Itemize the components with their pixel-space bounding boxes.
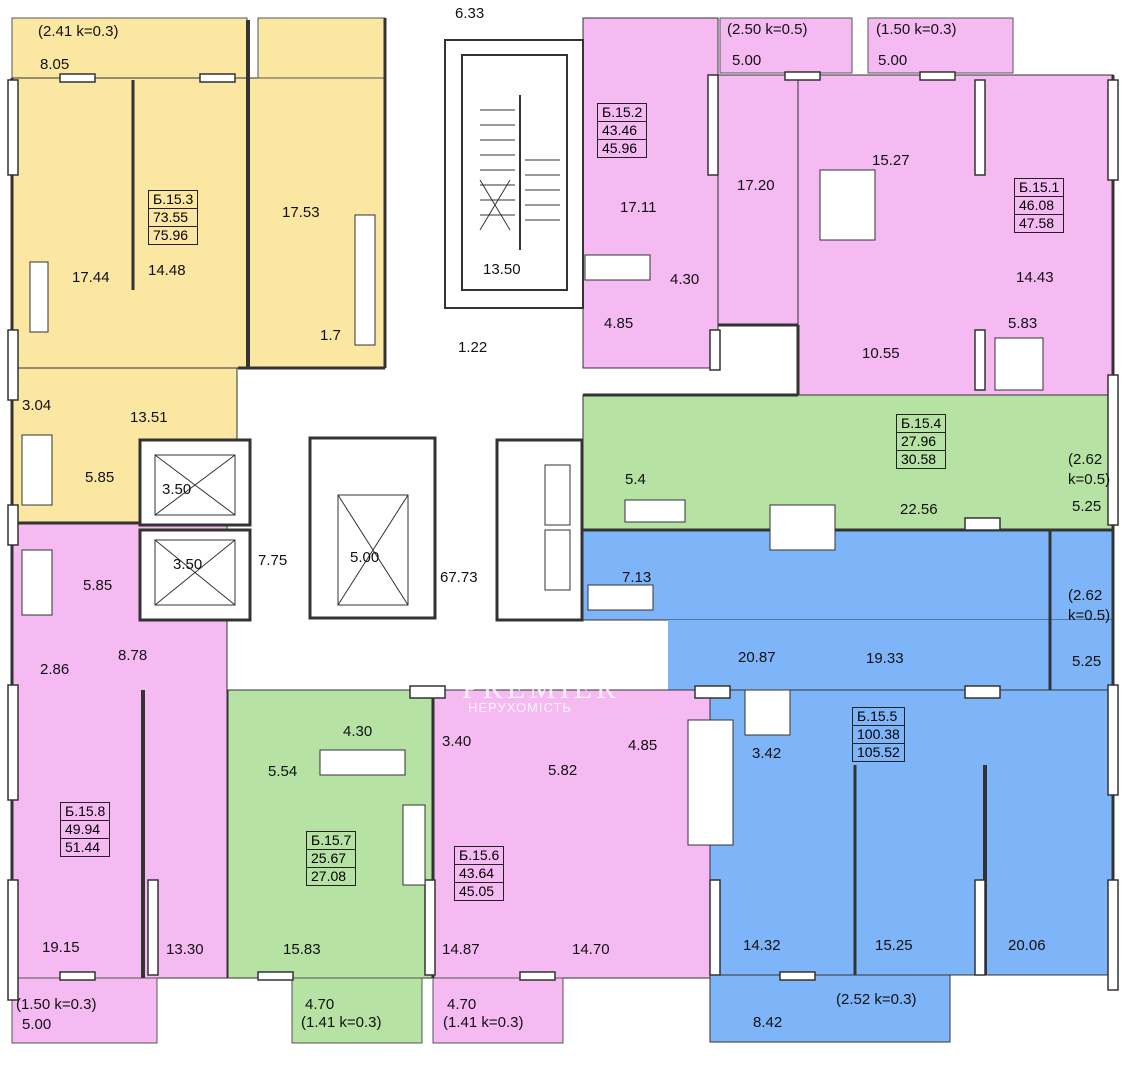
room-area: 20.87 bbox=[738, 649, 776, 666]
lift-2-area: 3.50 bbox=[173, 556, 203, 573]
room-area: 13.30 bbox=[166, 941, 204, 958]
room-area: 5.82 bbox=[548, 762, 578, 779]
balcony-label: (2.62 bbox=[1068, 587, 1103, 604]
balcony-length: 5.25 bbox=[1072, 498, 1102, 515]
room-area: 17.20 bbox=[737, 177, 775, 194]
balcony-length: 5.00 bbox=[878, 52, 908, 69]
room-area: 4.85 bbox=[604, 315, 634, 332]
corridor-area: 7.75 bbox=[258, 552, 288, 569]
room-area: 22.56 bbox=[900, 501, 938, 518]
room-area: 3.40 bbox=[442, 733, 472, 750]
room-area: 5.83 bbox=[1008, 315, 1038, 332]
room-area: 5.85 bbox=[85, 469, 115, 486]
vestibule-area: 1.22 bbox=[458, 339, 488, 356]
room-area: 14.43 bbox=[1016, 269, 1054, 286]
room-area: 7.13 bbox=[622, 569, 652, 586]
room-area: 17.53 bbox=[282, 204, 320, 221]
room-area: 4.30 bbox=[670, 271, 700, 288]
room-area: 17.11 bbox=[620, 199, 657, 216]
balcony-label: k=0.5) bbox=[1068, 607, 1111, 624]
room-area: 15.27 bbox=[872, 152, 910, 169]
balcony-label: (1.50 k=0.3) bbox=[876, 21, 957, 38]
room-area: 4.85 bbox=[628, 737, 658, 754]
lift-shafts bbox=[138, 436, 584, 622]
balcony-label: (2.50 k=0.5) bbox=[727, 21, 808, 38]
balcony-length: 4.70 bbox=[305, 996, 335, 1013]
room-area: 3.42 bbox=[752, 745, 782, 762]
balcony-label: (1.41 k=0.3) bbox=[301, 1014, 382, 1031]
apartment-b-15-5-zone bbox=[582, 529, 1114, 1043]
room-area: 20.06 bbox=[1008, 937, 1046, 954]
room-area: 15.25 bbox=[875, 937, 913, 954]
apartment-b-15-2-zone bbox=[582, 17, 853, 369]
lift-1-area: 3.50 bbox=[162, 481, 192, 498]
apartment-b-15-7-zone bbox=[227, 689, 434, 1044]
lift-hall-area: 5.00 bbox=[350, 549, 380, 566]
room-area: 19.33 bbox=[866, 650, 904, 667]
balcony-label: (2.41 k=0.3) bbox=[38, 23, 119, 40]
balcony-label: (2.62 bbox=[1068, 451, 1103, 468]
balcony-length: 5.25 bbox=[1072, 653, 1102, 670]
balcony-label: k=0.5) bbox=[1068, 471, 1111, 488]
room-area: 14.87 bbox=[442, 941, 480, 958]
room-area: 14.70 bbox=[572, 941, 610, 958]
balcony-length: 5.00 bbox=[22, 1016, 52, 1033]
room-area: 1.7 bbox=[320, 327, 341, 344]
room-area: 8.78 bbox=[118, 647, 148, 664]
room-area: 14.32 bbox=[743, 937, 781, 954]
stair-area: 13.50 bbox=[483, 261, 521, 278]
room-area: 5.54 bbox=[268, 763, 298, 780]
stair-top-area: 6.33 bbox=[455, 5, 485, 22]
room-area: 17.44 bbox=[72, 269, 110, 286]
room-area: 5.85 bbox=[83, 577, 113, 594]
balcony-label: (1.50 k=0.3) bbox=[16, 996, 97, 1013]
room-area: 4.30 bbox=[343, 723, 373, 740]
balcony-length: 4.70 bbox=[447, 996, 477, 1013]
balcony-length: 5.00 bbox=[732, 52, 762, 69]
balcony-length: 8.05 bbox=[40, 56, 70, 73]
windows bbox=[7, 71, 1119, 1001]
room-area: 3.04 bbox=[22, 397, 52, 414]
room-area: 13.51 bbox=[130, 409, 168, 426]
room-area: 15.83 bbox=[283, 941, 321, 958]
stair-core bbox=[444, 39, 584, 309]
room-area: 5.4 bbox=[625, 471, 646, 488]
watermark-logo: PREMIER bbox=[462, 672, 621, 705]
balcony-label: (1.41 k=0.3) bbox=[443, 1014, 524, 1031]
core-total-area: 67.73 bbox=[440, 569, 478, 586]
balcony-length: 8.42 bbox=[753, 1014, 783, 1031]
balcony-label: (2.52 k=0.3) bbox=[836, 991, 917, 1008]
room-area: 19.15 bbox=[42, 939, 80, 956]
room-area: 14.48 bbox=[148, 262, 186, 279]
room-area: 10.55 bbox=[862, 345, 900, 362]
room-area: 2.86 bbox=[40, 661, 70, 678]
fixtures bbox=[21, 169, 1044, 886]
watermark-subtitle: НЕРУХОМІСТЬ bbox=[468, 700, 572, 715]
